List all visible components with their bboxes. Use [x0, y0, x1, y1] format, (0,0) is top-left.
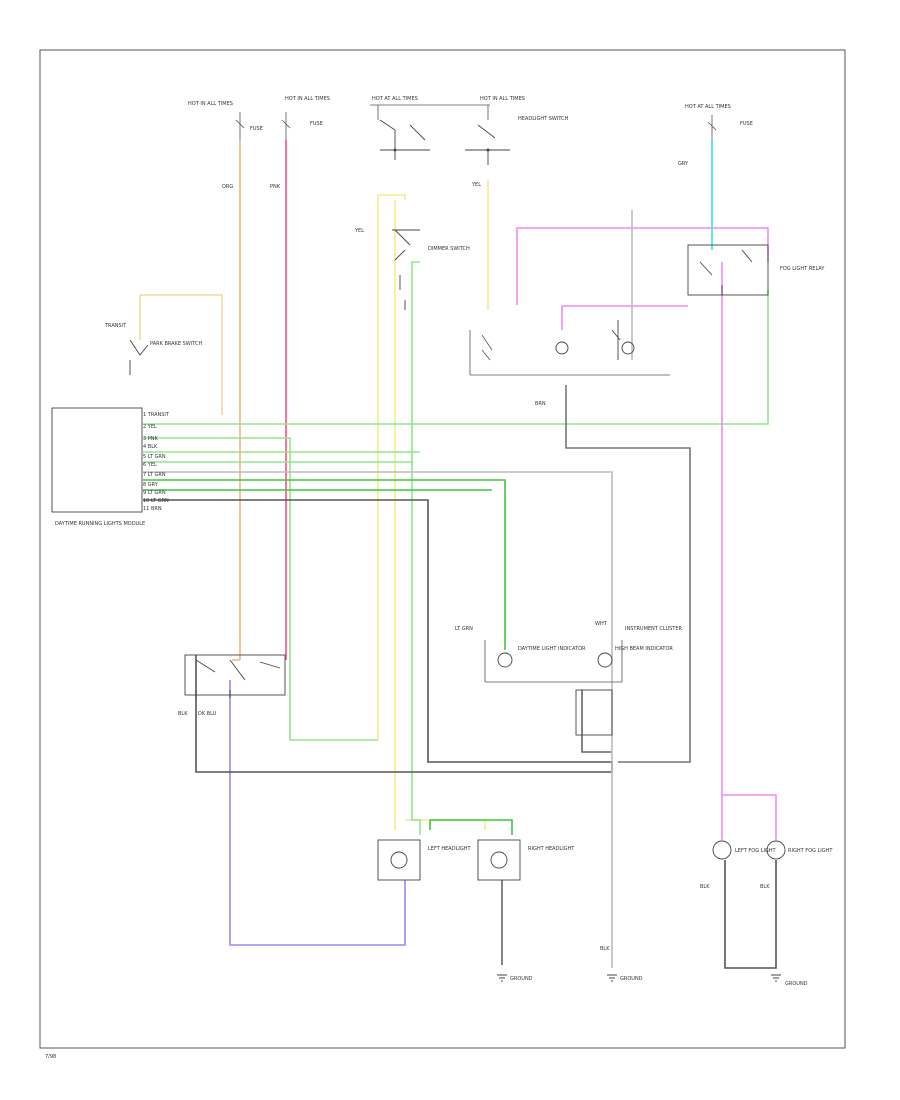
wire-code-brn: BRN	[535, 401, 546, 407]
wire-light-green-1	[143, 290, 769, 425]
module-pin-6: 6 YEL	[143, 462, 157, 468]
relay-lamp-2	[621, 341, 635, 355]
label-ground-2: GROUND	[620, 976, 643, 982]
label-park-brake-switch: PARK BRAKE SWITCH	[150, 341, 202, 347]
diagram-frame	[39, 49, 846, 1049]
module-pin-2: 2 YEL	[143, 424, 157, 430]
label-daytime-light-indicator: DAYTIME LIGHT INDICATOR	[518, 646, 586, 652]
right-headlight-bulb	[490, 851, 508, 869]
wire-code-blk-2: BLK	[600, 946, 610, 952]
wire-code-gry: GRY	[678, 161, 689, 167]
module-pin-9: 9 LT GRN	[143, 490, 166, 496]
fog-light-relay-box	[687, 244, 769, 296]
park-brake-switch-symbol	[129, 339, 149, 375]
wire-code-blk-3: BLK	[700, 884, 710, 890]
wire-green-3	[429, 819, 513, 835]
ground-symbol-3	[771, 974, 781, 982]
wire-orange	[232, 140, 241, 661]
wire-pink	[516, 227, 777, 840]
module-pin-11: 11 BRN	[143, 506, 162, 512]
wire-code-dk-blu: DK BLU	[198, 711, 217, 717]
label-transit: TRANSIT	[104, 323, 127, 329]
label-hot-in-run-4: HOT IN ALL TIMES	[480, 96, 525, 102]
label-right-headlight: RIGHT HEADLIGHT	[528, 846, 575, 852]
ground-symbol-1	[497, 974, 507, 982]
hs-contact-2	[486, 148, 490, 152]
wire-light-green-4	[143, 261, 420, 463]
fuse-symbol-2	[281, 112, 291, 140]
relay-lamp-1	[555, 341, 569, 355]
label-headlight-switch: HEADLIGHT SWITCH	[518, 116, 569, 122]
label-hot-in-run-3: HOT AT ALL TIMES	[372, 96, 418, 102]
wire-dark-gray-3	[581, 690, 612, 753]
label-right-fog-light: RIGHT FOG LIGHT	[788, 848, 833, 854]
indicator-lamp-2	[597, 652, 613, 668]
lower-switch-box	[184, 654, 286, 696]
fog-relay-contacts	[699, 249, 753, 295]
wire-light-gray-1	[143, 471, 613, 968]
relay-switch	[611, 320, 621, 360]
label-left-fog-light: LEFT FOG LIGHT	[735, 848, 777, 854]
fuse-symbol-1	[235, 112, 245, 140]
left-fog-light-bulb	[712, 840, 732, 860]
cluster-box	[484, 640, 623, 683]
module-pin-8: 8 GRY	[143, 482, 159, 488]
cluster-resistor	[575, 689, 613, 736]
label-ground-3: GROUND	[785, 981, 808, 987]
wire-code-lt-grn: LT GRN	[455, 626, 473, 632]
left-headlight-bulb	[390, 851, 408, 869]
label-fog-light-relay: FOG LIGHT RELAY	[780, 266, 825, 272]
wire-code-pnk: PNK	[270, 184, 281, 190]
module-pin-3: 3 PNK	[143, 436, 159, 442]
label-dimmer-switch: DIMMER SWITCH	[428, 246, 470, 252]
indicator-lamp-1	[497, 652, 513, 668]
wire-code-blk-1: BLK	[178, 711, 188, 717]
headlight-switch-symbol	[379, 119, 510, 165]
module-pin-5: 5 LT GRN	[143, 454, 166, 460]
wire-dark-gray-4	[724, 860, 777, 969]
wire-green-1	[143, 479, 506, 650]
fuse-symbol-3	[707, 115, 717, 140]
wire-code-yel-1: YEL	[354, 228, 364, 234]
module-pin-1: 1 TRANSIT	[143, 412, 170, 418]
lower-switch-contacts	[195, 659, 281, 698]
right-fog-light-bulb	[766, 840, 786, 860]
label-left-headlight: LEFT HEADLIGHT	[428, 846, 471, 852]
label-hot-at-all-times: HOT AT ALL TIMES	[685, 104, 731, 110]
label-hot-in-run-2: HOT IN ALL TIMES	[285, 96, 330, 102]
label-fuse-2: FUSE	[310, 121, 323, 127]
module-pin-7: 7 LT GRN	[143, 472, 166, 478]
ground-symbol-2	[607, 974, 617, 982]
footer-code: 7/98	[45, 1054, 56, 1060]
wire-yellow-main	[377, 194, 406, 740]
wire-code-wht: WHT	[595, 621, 608, 627]
label-fuse-1: FUSE	[250, 126, 263, 132]
wire-light-green-5	[411, 462, 421, 835]
drl-module-box	[51, 407, 143, 513]
hs-contact-1	[393, 148, 397, 152]
wire-code-yel-2: YEL	[471, 182, 481, 188]
left-headlight-box	[377, 839, 421, 881]
wire-blue	[229, 680, 406, 946]
wire-yellow-link	[405, 819, 486, 830]
label-module-title: DAYTIME RUNNING LIGHTS MODULE	[55, 521, 145, 527]
label-ground-1: GROUND	[510, 976, 533, 982]
wire-tan	[139, 294, 223, 415]
dimmer-switch-symbol	[392, 229, 420, 310]
wire-light-green-2	[143, 437, 378, 741]
wire-code-blk-4: BLK	[760, 884, 770, 890]
module-pin-4: 4 BLK	[143, 444, 158, 450]
label-fuse-3: FUSE	[740, 121, 753, 127]
wire-pink-relay	[561, 305, 688, 330]
relay-box	[469, 330, 670, 376]
module-pin-10: 10 LT GRN	[143, 498, 169, 504]
label-instrument-cluster: INSTRUMENT CLUSTER	[625, 626, 683, 632]
wire-code-org: ORG	[222, 184, 233, 190]
top-bus	[370, 104, 490, 120]
wire-dark-gray-2	[565, 385, 691, 763]
right-headlight-box	[477, 839, 521, 881]
label-high-beam-indicator: HIGH BEAM INDICATOR	[615, 646, 673, 652]
label-hot-in-run-1: HOT IN ALL TIMES	[188, 101, 233, 107]
